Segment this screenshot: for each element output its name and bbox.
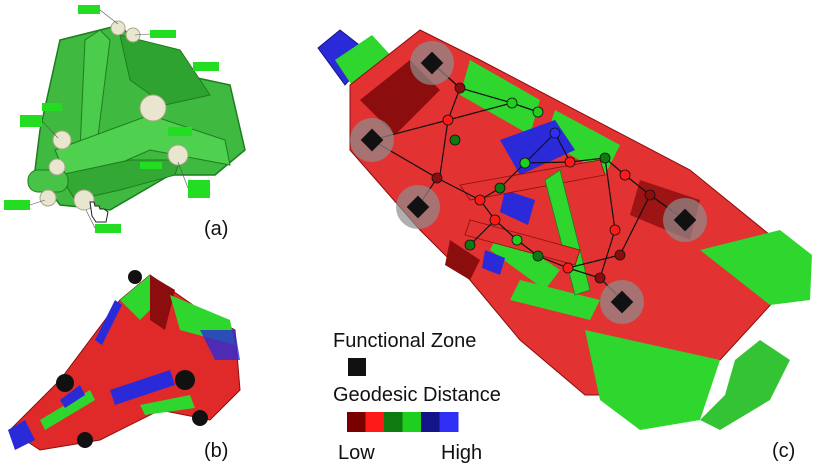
legend-functional-zone-label: Functional Zone [333, 330, 477, 352]
scale-swatch [439, 412, 459, 432]
panel-c-model [317, 29, 812, 430]
annotation-tags [4, 5, 219, 233]
legend-high-label: High [441, 442, 483, 464]
legend-low-label: Low [338, 442, 375, 464]
functional-zone-swatch [348, 358, 366, 376]
legend [347, 358, 459, 432]
scale-swatch [347, 412, 366, 432]
panel-b-model [8, 270, 241, 451]
panel-label-c: (c) [772, 440, 796, 462]
panel-a-model [4, 5, 246, 233]
zone-graph-nodes [431, 82, 656, 284]
scale-swatch [365, 412, 385, 432]
pointer-hand-icon [89, 201, 109, 223]
legend-geodesic-distance-label: Geodesic Distance [333, 384, 501, 406]
scale-swatch [421, 412, 440, 432]
scale-swatch [402, 412, 422, 432]
functional-zones [350, 41, 707, 324]
panel-label-a: (a) [204, 218, 229, 240]
geodesic-distance-scale [347, 412, 459, 432]
panel-label-b: (b) [204, 440, 229, 462]
scale-swatch [384, 412, 403, 432]
